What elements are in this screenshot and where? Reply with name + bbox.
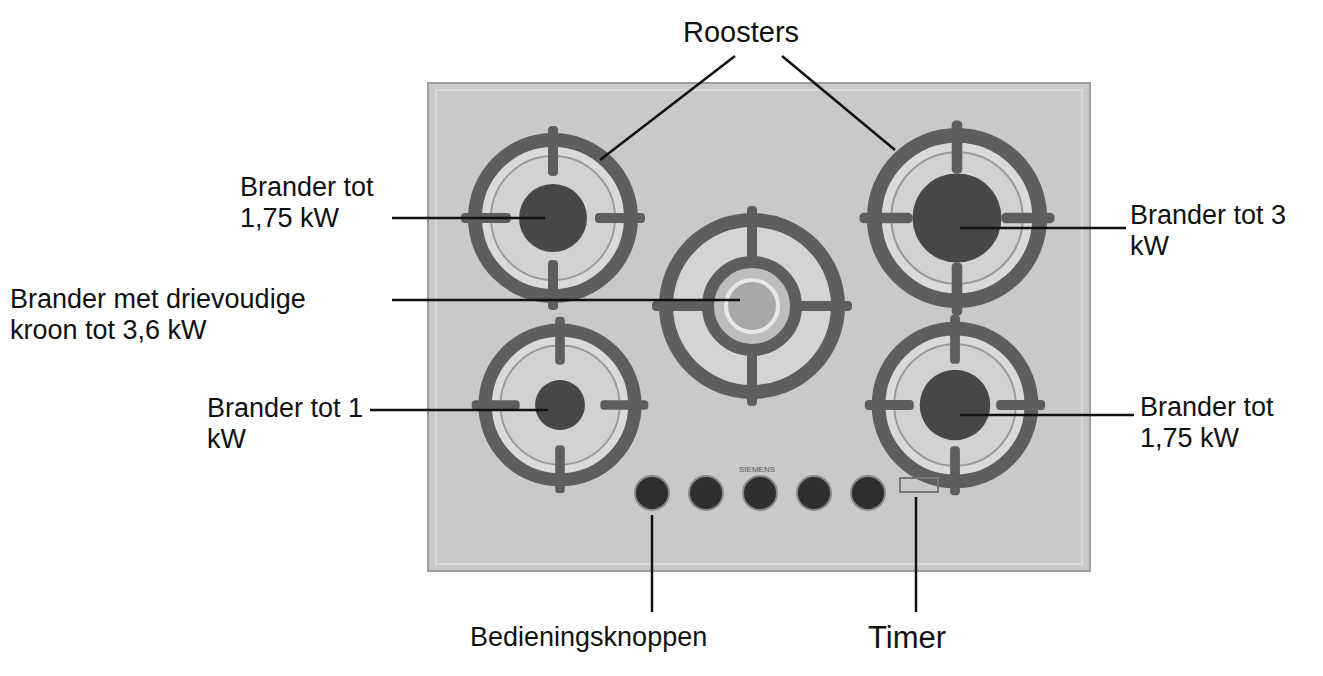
part-label: Brander tot 1 kW	[207, 393, 367, 455]
part-label: Timer	[868, 620, 988, 656]
burner	[472, 317, 649, 494]
part-label: Roosters	[683, 16, 883, 49]
brand-mark: SIEMENS	[739, 465, 799, 474]
part-label: Bedieningsknoppen	[470, 622, 790, 653]
part-label: Brander met drievoudige kroon tot 3,6 kW	[10, 284, 370, 346]
part-label: Brander tot 1,75 kW	[1140, 392, 1315, 454]
hob-plate	[428, 83, 1090, 571]
wok-burner	[652, 206, 852, 406]
leader-lines	[370, 56, 1134, 612]
burner	[865, 315, 1045, 495]
part-label: Brander tot 3 kW	[1130, 200, 1305, 262]
burner	[859, 120, 1054, 315]
timer-display	[900, 478, 938, 492]
control-knobs	[635, 476, 885, 510]
part-label: Brander tot 1,75 kW	[240, 172, 400, 234]
